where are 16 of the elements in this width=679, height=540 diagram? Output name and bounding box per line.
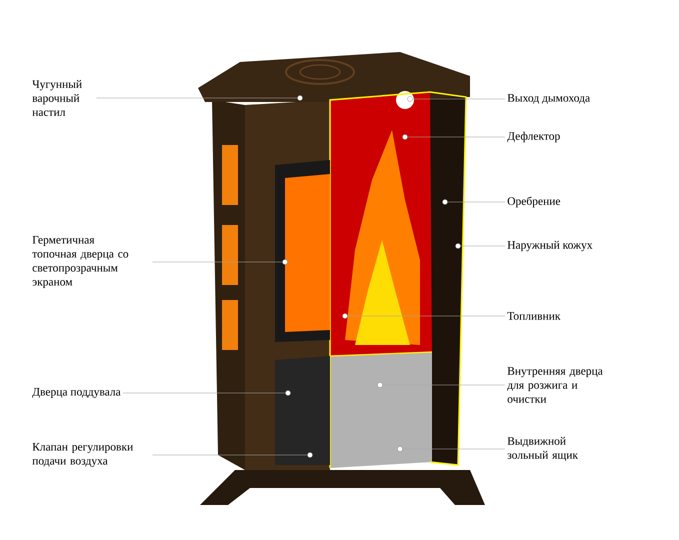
callout-label: Клапан регулировки подачи воздуха <box>32 443 133 467</box>
callout-label: Оребрение <box>508 196 560 208</box>
leader-line <box>382 384 506 386</box>
leader-line <box>122 392 286 394</box>
callout-label: Дефлектор <box>507 132 560 142</box>
leader-line <box>402 448 506 450</box>
callout-label: Чугунный варочный настил <box>32 80 82 116</box>
callout-label: Выход дымохода <box>508 94 590 104</box>
callout-label: Герметичная топочная дверца со светопрозрачным экраном <box>32 236 128 288</box>
callout-label: Внутренняя дверца для розжига и очистки <box>507 367 603 403</box>
leader-line <box>152 454 308 456</box>
callout-label: Наружный кожух <box>508 240 592 252</box>
callout-label: Дверца поддувала <box>32 388 121 398</box>
callout-label: Выдвижной зольный ящик <box>508 436 578 462</box>
leader-line <box>412 98 506 100</box>
callout-label: Топливник <box>507 312 560 320</box>
